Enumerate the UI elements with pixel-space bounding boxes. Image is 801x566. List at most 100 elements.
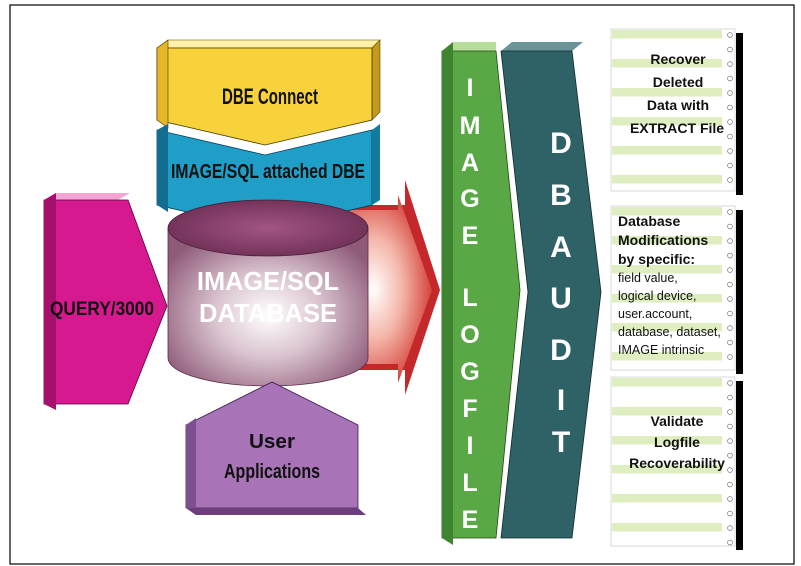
binder-ring xyxy=(727,539,733,546)
recover-line-2: Deleted xyxy=(653,74,704,90)
user-applications-block: User Applications xyxy=(185,381,366,515)
logfile-letter: L xyxy=(462,469,477,497)
logfile-letter: L xyxy=(462,284,477,312)
binder-ring xyxy=(727,61,733,67)
binder-ring xyxy=(727,467,733,473)
binder-ring xyxy=(727,325,733,331)
binder-ring xyxy=(727,90,733,96)
dbaudit-letter: B xyxy=(550,179,572,212)
query-block: QUERY/3000 xyxy=(43,193,168,410)
binder-ring xyxy=(727,223,733,230)
note-stripe xyxy=(612,465,722,474)
logfile-letter: F xyxy=(462,395,477,423)
user-apps-label-line2: Applications xyxy=(224,461,320,483)
user-apps-label-line1: User xyxy=(249,431,295,453)
binder-ring xyxy=(727,267,733,273)
modifications-item-2: logical device, xyxy=(618,289,697,303)
frame-border xyxy=(9,4,795,565)
note-panel xyxy=(610,376,736,547)
binder-ring xyxy=(727,209,733,215)
note-shadow xyxy=(736,381,743,550)
note-panel xyxy=(610,28,736,192)
binder-ring xyxy=(727,238,733,244)
dbaudit-letter: D xyxy=(550,127,572,160)
note-stripe xyxy=(612,265,722,274)
database-modifications-note xyxy=(610,205,743,374)
image-sql-attached-label: IMAGE/SQL attached DBE xyxy=(171,161,365,183)
binder-ring xyxy=(727,452,733,459)
binder-ring xyxy=(727,119,733,125)
dbaudit-letter: I xyxy=(557,384,565,417)
database-label-line2: DATABASE xyxy=(199,298,337,328)
binder-ring xyxy=(727,354,733,360)
modifications-item-1: field value, xyxy=(618,271,678,285)
binder-ring xyxy=(727,75,733,82)
note-stripe xyxy=(612,117,722,126)
logfile-letter: G xyxy=(460,358,479,386)
binder-ring xyxy=(727,46,733,53)
modifications-item-3: user.account, xyxy=(618,307,692,321)
binder-ring xyxy=(727,339,733,346)
note-stripe xyxy=(612,523,722,532)
modifications-bold-3: by specific: xyxy=(618,251,695,267)
binder-ring xyxy=(727,380,733,386)
binder-ring xyxy=(727,481,733,488)
modifications-bold-2: Modifications xyxy=(618,232,708,248)
note-stripe xyxy=(612,352,722,361)
binder-ring xyxy=(727,133,733,140)
dbaudit-letter: T xyxy=(552,426,570,459)
binder-ring xyxy=(727,310,733,317)
validate-line-1: Validate xyxy=(651,413,704,429)
binder-ring xyxy=(727,423,733,430)
binder-ring xyxy=(727,252,733,259)
binder-ring xyxy=(727,296,733,302)
binder-ring xyxy=(727,525,733,531)
logfile-letter: I xyxy=(467,74,474,102)
validate-line-2: Logfile xyxy=(654,434,700,450)
note-stripe xyxy=(612,323,722,332)
note-stripe xyxy=(612,407,722,416)
note-stripe xyxy=(612,30,722,39)
dbaudit-letter: A xyxy=(550,231,572,264)
binder-ring xyxy=(727,32,733,38)
note-stripe xyxy=(612,236,722,245)
modifications-item-4: database, dataset, xyxy=(618,325,721,339)
binder-ring xyxy=(727,409,733,415)
database-label-line1: IMAGE/SQL xyxy=(197,266,339,296)
logfile-letter: E xyxy=(462,222,479,250)
recover-line-3: Data with xyxy=(647,97,709,113)
validate-line-3: Recoverability xyxy=(629,455,725,471)
database-cylinder: IMAGE/SQL DATABASE xyxy=(167,199,369,387)
logfile-letter: E xyxy=(462,506,479,534)
note-stripe xyxy=(612,59,722,68)
logfile-letter: G xyxy=(460,185,479,213)
binder-ring xyxy=(727,177,733,183)
note-shadow xyxy=(736,33,743,195)
binder-ring xyxy=(727,438,733,444)
dbe-connect-block: DBE Connect xyxy=(156,39,381,146)
logfile-letter: I xyxy=(467,432,474,460)
note-panel xyxy=(610,205,736,371)
note-shadow xyxy=(736,210,743,374)
dbe-connect-label: DBE Connect xyxy=(222,84,318,109)
binder-ring xyxy=(727,104,733,111)
query-label: QUERY/3000 xyxy=(50,299,154,320)
note-stripe xyxy=(612,207,722,216)
note-stripe xyxy=(612,175,722,184)
note-stripe xyxy=(612,294,722,303)
note-stripe xyxy=(612,436,722,445)
recover-text: Recover Deleted Data with EXTRACT File xyxy=(630,51,724,136)
binder-ring xyxy=(727,394,733,401)
binder-ring xyxy=(727,496,733,502)
logfile-letter: A xyxy=(461,149,479,177)
binder-ring xyxy=(727,162,733,169)
dbaudit-letter: D xyxy=(550,334,572,367)
modifications-bold-1: Database xyxy=(618,213,680,229)
recover-line-1: Recover xyxy=(650,51,706,67)
validate-text: Validate Logfile Recoverability xyxy=(629,413,725,471)
